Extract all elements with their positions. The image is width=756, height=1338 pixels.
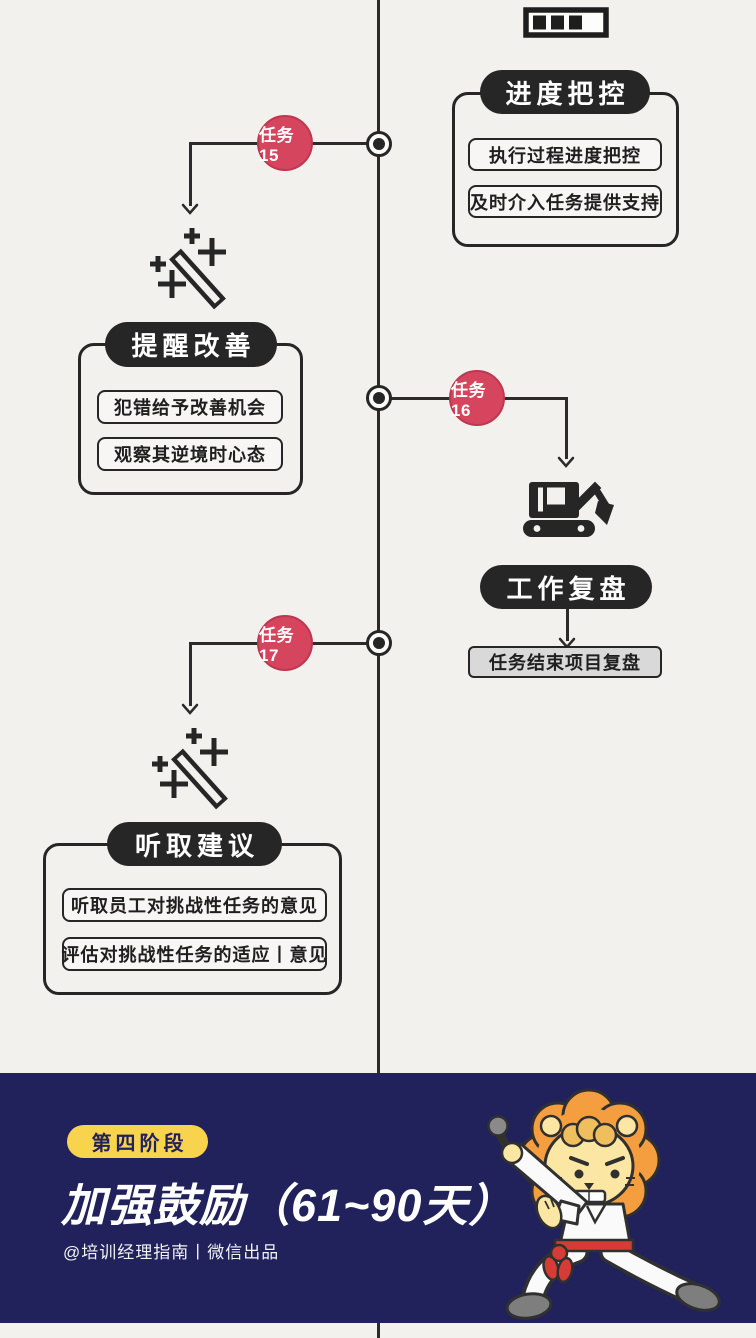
- footer-credit: @培训经理指南丨微信出品: [63, 1243, 280, 1262]
- progress-control-item-1: 执行过程进度把控: [468, 138, 662, 171]
- section-work-review-title: 工作复盘: [480, 565, 652, 609]
- node-dot: [373, 138, 385, 150]
- node-dot: [373, 637, 385, 649]
- task17-badge: 任务17: [257, 615, 313, 671]
- progress-battery-icon: [523, 7, 609, 38]
- task16-badge: 任务16: [449, 370, 505, 426]
- timeline-node-3: [366, 630, 392, 656]
- node-dot: [373, 392, 385, 404]
- timeline-node-1: [366, 131, 392, 157]
- section-remind-improve-title: 提醒改善: [105, 322, 277, 367]
- section-listen-advice-title: 听取建议: [107, 822, 282, 866]
- excavator-icon: [523, 481, 614, 537]
- work-review-arrow-line: [566, 609, 569, 641]
- listen-advice-item-2: 评估对挑战性任务的适应丨意见: [62, 937, 327, 971]
- task15-badge: 任务15: [257, 115, 313, 171]
- timeline-node-2: [366, 385, 392, 411]
- stage-badge: 第四阶段: [67, 1125, 208, 1158]
- remind-improve-item-2: 观察其逆境时心态: [97, 437, 283, 471]
- task15-arrow-line: [189, 142, 192, 206]
- task17-arrowhead-icon: [181, 703, 199, 715]
- task16-arrow-line: [565, 397, 568, 459]
- progress-control-item-2: 及时介入任务提供支持: [468, 185, 662, 218]
- footer-title: 加强鼓励（61~90天）: [61, 1180, 515, 1231]
- section-progress-control-title: 进度把控: [480, 70, 650, 114]
- magic-wand-icon: [152, 728, 228, 810]
- task15-arrowhead-icon: [181, 203, 199, 215]
- lion-karate-mascot-illustration: [487, 1088, 721, 1320]
- footer-banner: 第四阶段 加强鼓励（61~90天） @培训经理指南丨微信出品: [0, 1073, 756, 1323]
- remind-improve-item-1: 犯错给予改善机会: [97, 390, 283, 424]
- listen-advice-item-1: 听取员工对挑战性任务的意见: [62, 888, 327, 922]
- timeline-line: [377, 0, 380, 1073]
- magic-wand-icon: [150, 228, 226, 310]
- work-review-item-1: 任务结束项目复盘: [468, 646, 662, 678]
- timeline-line-bottom: [377, 1323, 380, 1338]
- task17-arrow-line: [189, 642, 192, 706]
- task16-arrowhead-icon: [557, 456, 575, 468]
